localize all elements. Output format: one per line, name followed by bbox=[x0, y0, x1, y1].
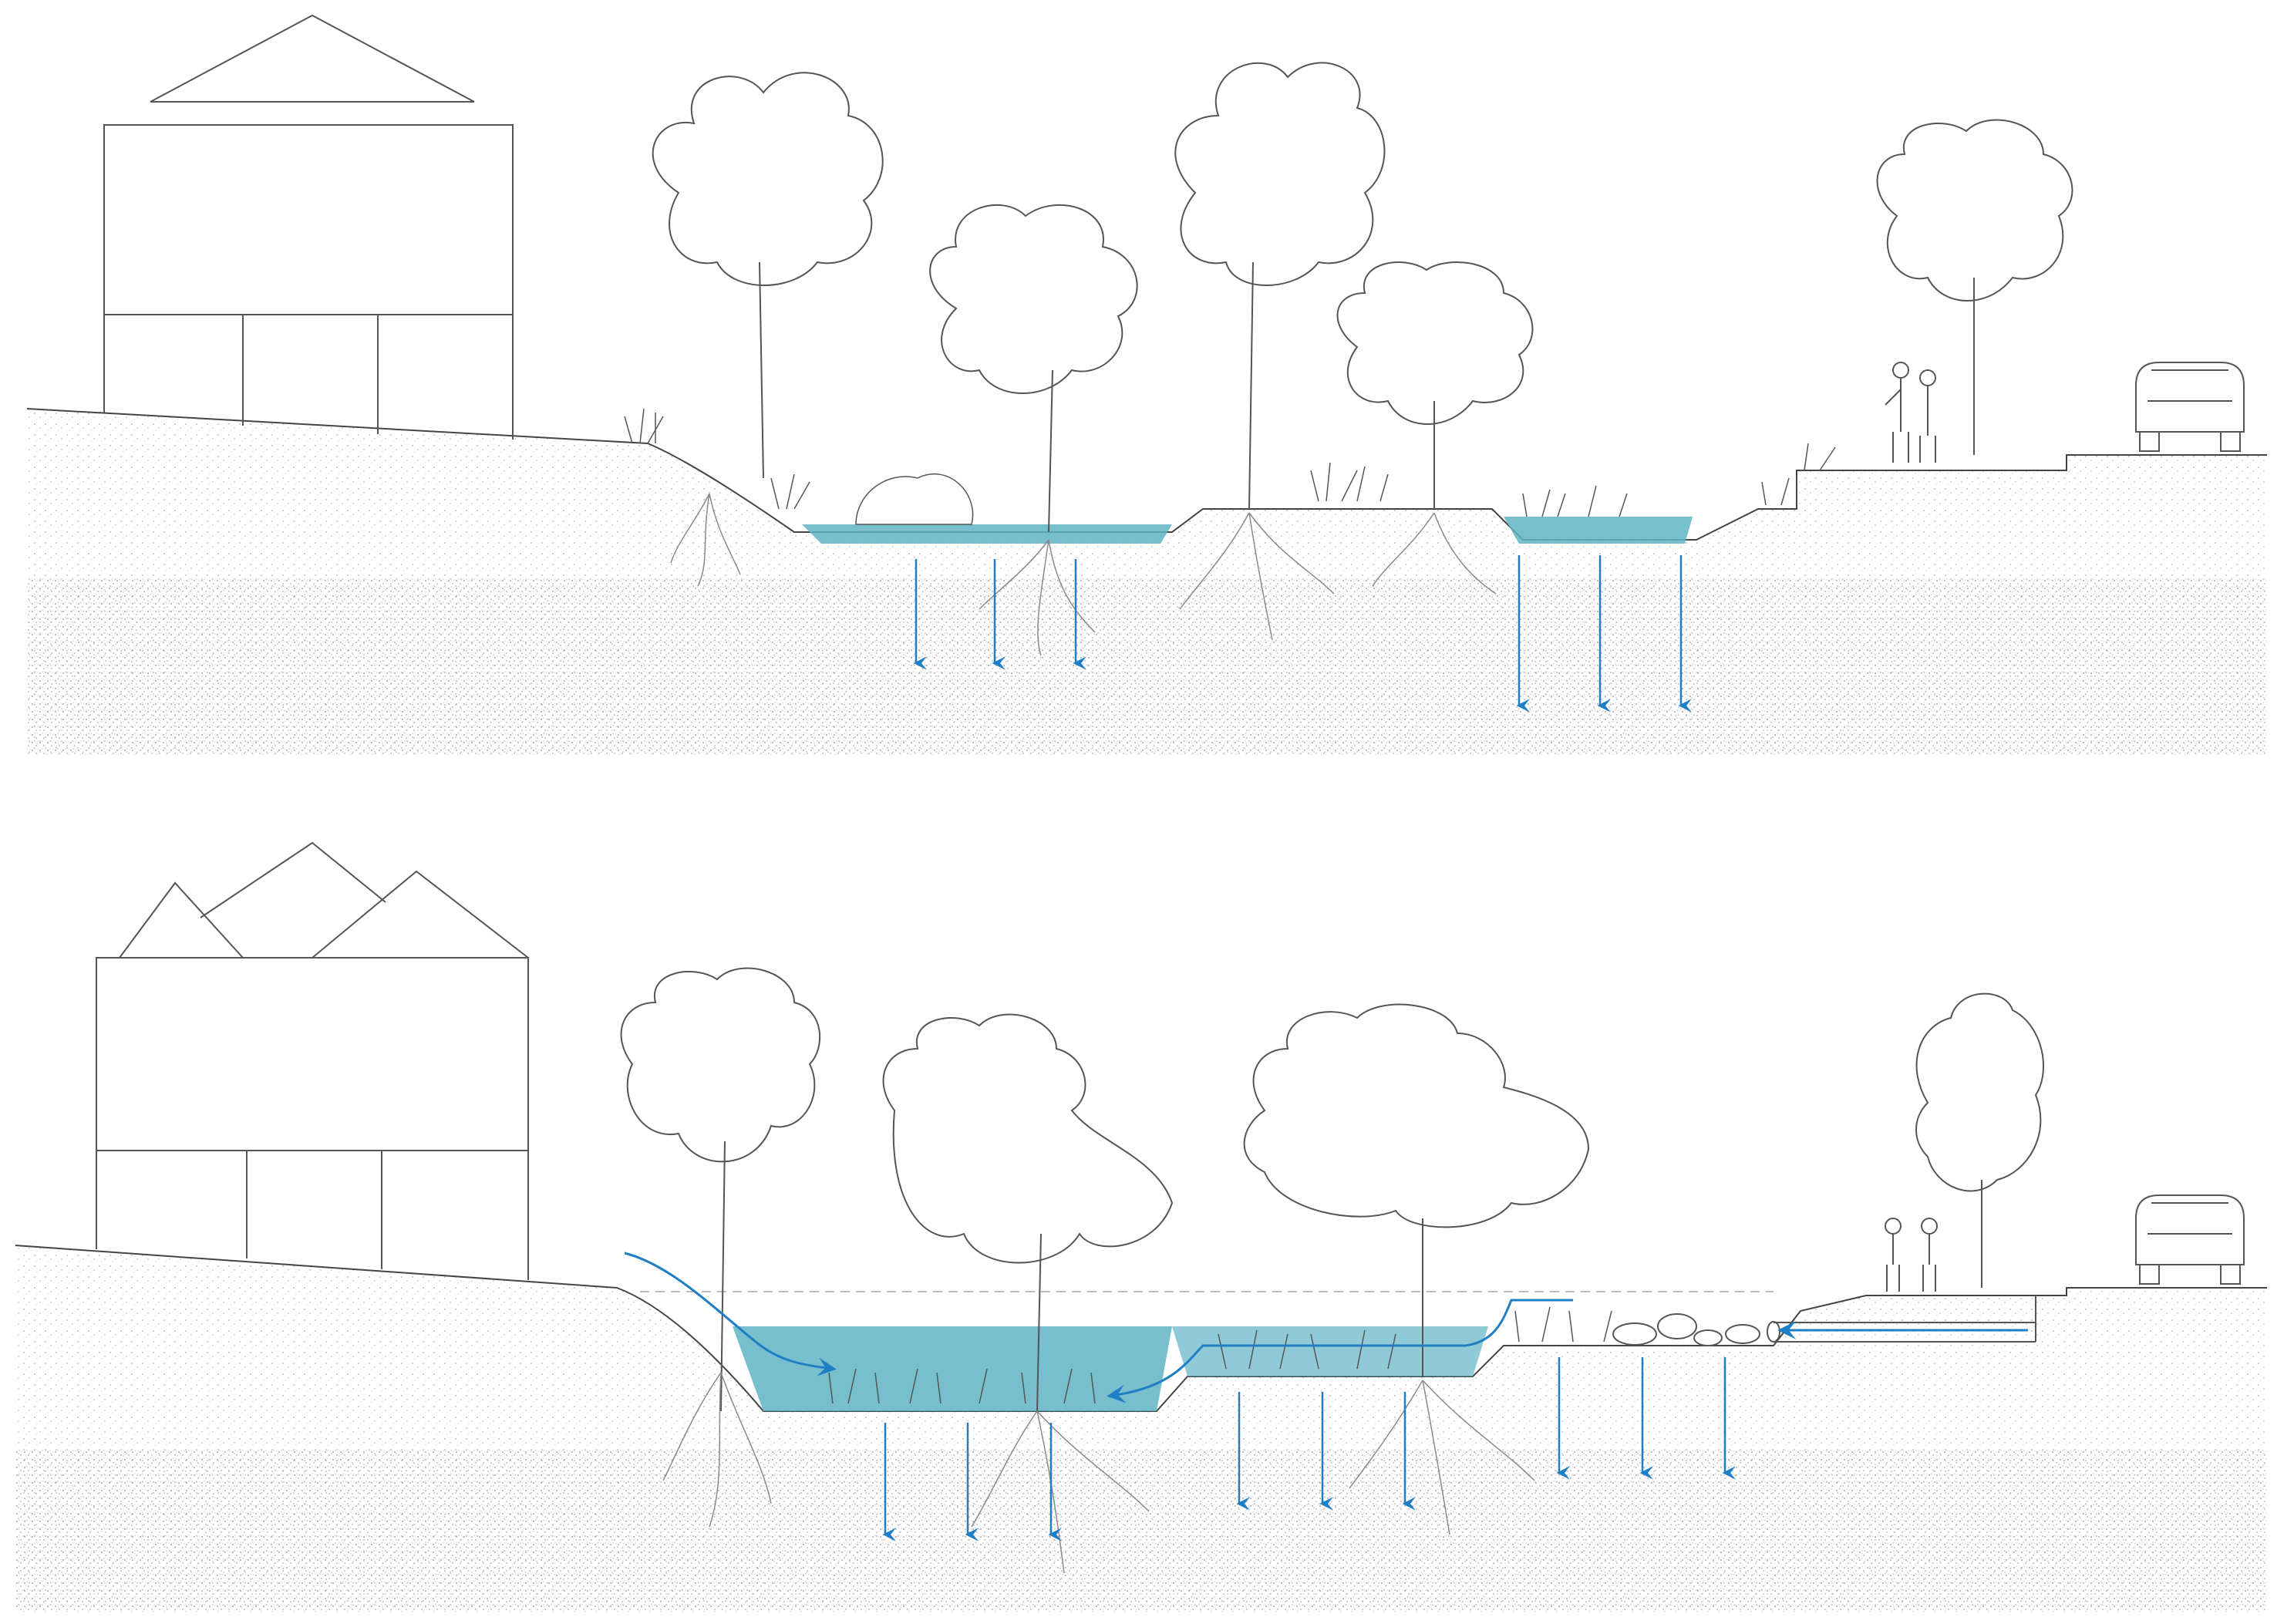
tree-crown bbox=[1174, 62, 1386, 286]
top-basin-water bbox=[1504, 517, 1693, 544]
bottom-middle-water bbox=[1172, 1326, 1488, 1376]
top-ground-line bbox=[26, 408, 2267, 541]
top-infiltration-arrows bbox=[913, 555, 1692, 713]
bottom-soil-band bbox=[15, 1450, 2267, 1612]
bottom-house bbox=[96, 841, 529, 1280]
top-roots bbox=[670, 493, 1497, 656]
bottom-swale-water bbox=[733, 1326, 1172, 1411]
top-plants bbox=[624, 408, 1836, 525]
bottom-plants bbox=[828, 1306, 1612, 1404]
tree-crown bbox=[929, 204, 1138, 394]
tree-crown bbox=[1336, 261, 1534, 425]
top-car bbox=[2135, 362, 2245, 452]
bottom-people bbox=[1885, 1218, 1938, 1292]
bottom-trees bbox=[620, 967, 2044, 1412]
top-house bbox=[103, 14, 514, 440]
bottom-flow-arrows bbox=[624, 1252, 2028, 1403]
tree-trunk bbox=[1048, 369, 1053, 533]
tree-crown bbox=[882, 1013, 1174, 1264]
tree-trunk bbox=[1248, 261, 1254, 510]
bottom-car bbox=[2135, 1194, 2245, 1285]
tree-trunk bbox=[1036, 1233, 1042, 1412]
top-soil-band bbox=[27, 578, 2267, 756]
tree-crown bbox=[1876, 119, 2073, 302]
bottom-rocks bbox=[1612, 1313, 1760, 1346]
runoff-flow-arrow bbox=[624, 1252, 837, 1376]
berm-flow-arrow bbox=[1107, 1299, 1573, 1403]
bottom-roots bbox=[662, 1372, 1535, 1574]
tree-trunk bbox=[759, 261, 764, 479]
top-section bbox=[26, 14, 2267, 756]
tree-trunk bbox=[720, 1141, 726, 1412]
tree-crown bbox=[652, 72, 884, 286]
tree-crown bbox=[1243, 1003, 1590, 1228]
bottom-section bbox=[15, 841, 2267, 1612]
bottom-infiltration-arrows bbox=[882, 1357, 1736, 1541]
top-trees bbox=[652, 62, 2073, 533]
top-people bbox=[1885, 362, 1936, 463]
tree-crown bbox=[1915, 992, 2044, 1192]
top-swale-water bbox=[802, 524, 1172, 544]
tree-crown bbox=[620, 967, 820, 1163]
